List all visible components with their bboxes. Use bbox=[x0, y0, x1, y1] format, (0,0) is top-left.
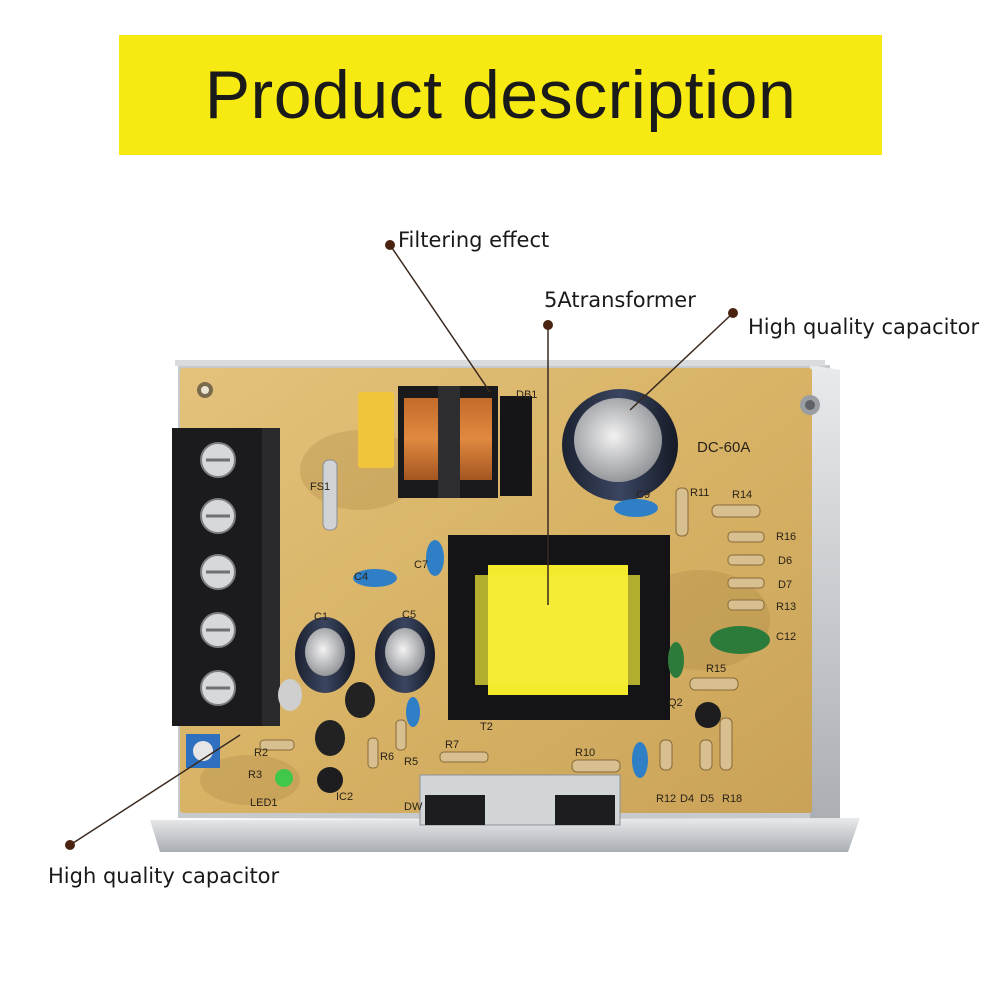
transformer bbox=[448, 535, 670, 720]
silk-db1: DB1 bbox=[516, 389, 537, 401]
marker-capacitor-bottom bbox=[65, 840, 75, 850]
silk-ic2: IC2 bbox=[336, 791, 353, 803]
marker-filtering bbox=[385, 240, 395, 250]
callout-lines bbox=[69, 244, 734, 846]
silk-r11: R11 bbox=[690, 487, 709, 499]
silk-r7: R7 bbox=[445, 739, 459, 751]
silk-c9: C9 bbox=[636, 489, 650, 501]
silk-d5: D5 bbox=[700, 793, 714, 805]
callout-transformer-label: 5Atransformer bbox=[544, 288, 696, 312]
silk-r3: R3 bbox=[248, 769, 262, 781]
small-capacitors bbox=[278, 617, 435, 756]
silk-r18: R18 bbox=[722, 793, 742, 805]
silk-r16: R16 bbox=[776, 531, 796, 543]
marker-capacitor-top bbox=[728, 308, 738, 318]
silk-model: DC-60A bbox=[697, 439, 750, 456]
silk-r5: R5 bbox=[404, 756, 418, 768]
silk-fs1: FS1 bbox=[310, 481, 330, 493]
silk-r6: R6 bbox=[380, 751, 394, 763]
resistors bbox=[259, 487, 765, 773]
callout-filtering-label: Filtering effect bbox=[398, 228, 550, 252]
silk-r12: R12 bbox=[656, 793, 676, 805]
marker-transformer bbox=[543, 320, 553, 330]
silk-r14: R14 bbox=[732, 489, 752, 501]
silk-r10: R10 bbox=[575, 747, 595, 759]
title-banner: Product description bbox=[119, 35, 882, 155]
callout-capacitor-bottom-label: High quality capacitor bbox=[48, 864, 280, 888]
terminal-block bbox=[172, 428, 280, 726]
silk-r13: R13 bbox=[776, 601, 796, 613]
callout-capacitor-top-label: High quality capacitor bbox=[748, 315, 980, 339]
silk-c5: C5 bbox=[402, 609, 416, 621]
silk-d6: D6 bbox=[778, 555, 792, 567]
page-title: Product description bbox=[204, 57, 797, 133]
silk-r15: R15 bbox=[706, 663, 726, 675]
silk-c4: C4 bbox=[354, 571, 368, 583]
silk-t2: T2 bbox=[480, 721, 493, 733]
silk-d4: D4 bbox=[680, 793, 694, 805]
silk-q2: Q2 bbox=[668, 697, 683, 709]
silk-c12: C12 bbox=[776, 631, 796, 643]
silk-dw: DW bbox=[404, 801, 423, 813]
silk-led1: LED1 bbox=[250, 797, 278, 809]
silk-c1: C1 bbox=[314, 611, 328, 623]
filter-choke bbox=[398, 386, 532, 498]
silk-d7: D7 bbox=[778, 579, 792, 591]
silk-r2: R2 bbox=[254, 747, 268, 759]
silk-c7: C7 bbox=[414, 559, 428, 571]
large-capacitor-top bbox=[562, 389, 678, 501]
